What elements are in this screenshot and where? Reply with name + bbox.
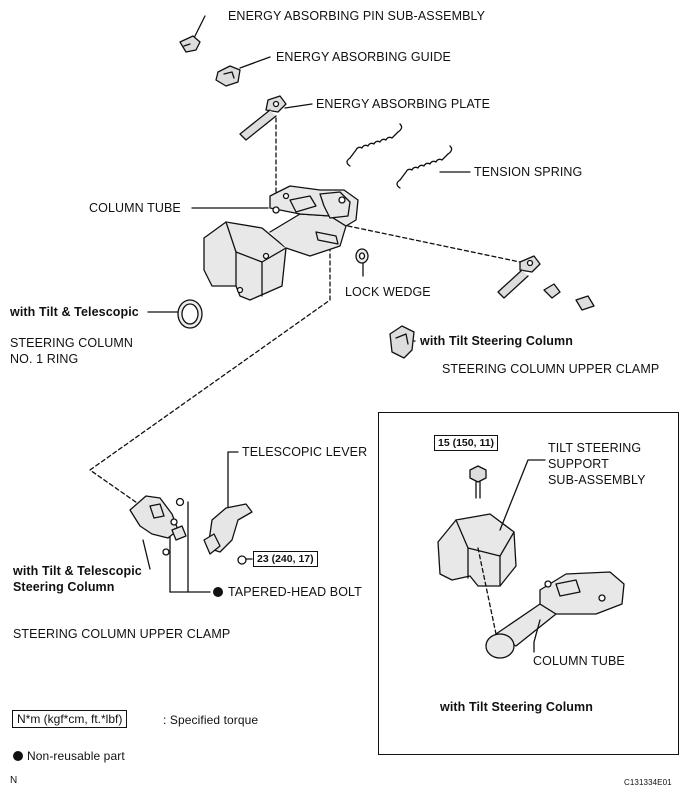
energy-absorbing-pin-part <box>179 35 201 53</box>
label-upper-clamp-left: STEERING COLUMN UPPER CLAMP <box>13 627 231 641</box>
tilt-support-part <box>437 513 517 587</box>
footer-code: C131334E01 <box>624 778 672 787</box>
energy-absorbing-plate-part <box>239 95 287 141</box>
legend-torque-desc: : Specified torque <box>163 713 259 727</box>
label-energy-absorbing-guide: ENERGY ABSORBING GUIDE <box>276 50 451 64</box>
nonreusable-dot-icon <box>13 751 23 761</box>
label-support-line3: SUB-ASSEMBLY <box>548 473 646 487</box>
label-inset-column-tube: COLUMN TUBE <box>533 654 625 668</box>
nonreusable-dot <box>213 587 223 597</box>
inset-leaders <box>499 459 546 653</box>
label-support-line2: SUPPORT <box>548 457 609 471</box>
right-small-clip-part <box>543 283 595 311</box>
label-tension-spring: TENSION SPRING <box>474 165 583 179</box>
inset-column-tube-part <box>477 547 625 659</box>
steering-column-ring-part <box>177 299 203 329</box>
label-support-line1: TILT STEERING <box>548 441 642 455</box>
label-ring-line2: NO. 1 RING <box>10 352 79 366</box>
label-lock-wedge: LOCK WEDGE <box>345 285 431 299</box>
label-tapered-bolt: TAPERED-HEAD BOLT <box>228 585 362 599</box>
column-tube-assembly <box>203 185 359 301</box>
label-with-tilt-tele-col-2: Steering Column <box>13 580 115 594</box>
legend-nonreusable: Non-reusable part <box>13 749 125 763</box>
tension-spring-part <box>346 123 453 189</box>
label-energy-absorbing-plate: ENERGY ABSORBING PLATE <box>316 97 491 111</box>
right-lever-part <box>497 255 541 299</box>
label-upper-clamp-right: STEERING COLUMN UPPER CLAMP <box>442 362 660 376</box>
label-with-tilt-tele-col-1: with Tilt & Telescopic <box>13 564 142 578</box>
bolt-inset-part <box>469 465 487 499</box>
label-with-tilt-column: with Tilt Steering Column <box>420 334 573 348</box>
legend-nonreusable-text: Non-reusable part <box>27 749 125 763</box>
torque-box-23: 23 (240, 17) <box>253 551 318 567</box>
torque-box-15: 15 (150, 11) <box>434 435 499 451</box>
label-ring-line1: STEERING COLUMN <box>10 336 134 350</box>
label-column-tube: COLUMN TUBE <box>89 201 181 215</box>
label-energy-absorbing-pin: ENERGY ABSORBING PIN SUB-ASSEMBLY <box>228 9 486 23</box>
label-telescopic-lever: TELESCOPIC LEVER <box>242 445 368 459</box>
lock-wedge-part <box>355 248 369 264</box>
telescopic-lever-part <box>203 503 253 555</box>
inset-panel <box>378 412 679 755</box>
energy-absorbing-guide-part <box>215 65 241 87</box>
label-inset-caption: with Tilt Steering Column <box>440 700 593 714</box>
dashed-lines <box>89 117 521 506</box>
label-with-tilt-telescopic: with Tilt & Telescopic <box>10 305 139 319</box>
leader-lines <box>142 15 471 593</box>
upper-clamp-tele-part <box>129 495 247 565</box>
footer-left: N <box>10 775 18 786</box>
upper-clamp-tilt-part <box>389 325 415 359</box>
legend-torque-units: N*m (kgf*cm, ft.*lbf) <box>12 710 128 728</box>
